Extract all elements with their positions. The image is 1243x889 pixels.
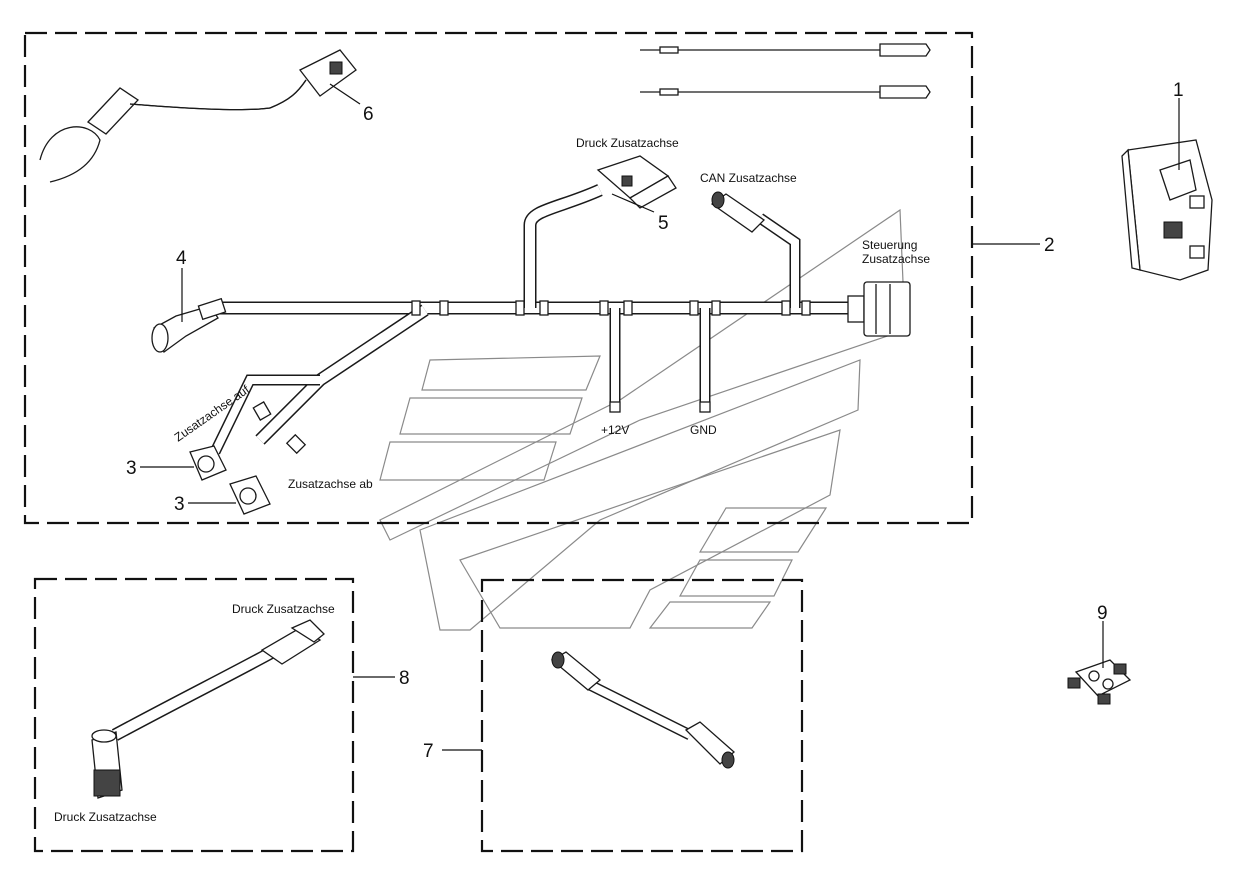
callout-3a: 3 [126,458,137,479]
label-druck-zusatzachse: Druck Zusatzachse [576,136,679,150]
part-7-can-cable [550,651,735,769]
label-steuerung: Steuerung [862,238,917,252]
part-4-connector [151,297,227,354]
leader-lines [140,83,1180,751]
part-3-connectors [189,445,271,515]
part-9-t-connector [1067,659,1132,705]
harness-group-frame [23,31,974,525]
callout-5: 5 [658,213,669,234]
watermark-logo [379,208,906,631]
callout-numbers: 1 2 3 3 4 5 6 7 8 9 [126,80,1184,762]
part-8-sensor-cable [91,619,325,799]
callout-6: 6 [363,104,374,125]
label-plus12v: +12V [601,423,629,437]
part-8-group-frame [33,577,355,853]
part-7-group-frame [480,578,804,853]
callout-2: 2 [1044,235,1055,256]
can-connector [710,191,766,233]
callout-9: 9 [1097,603,1108,624]
loose-pin-wires [640,43,931,99]
label-gnd: GND [690,423,717,437]
callout-4: 4 [176,248,187,269]
label-druck-zusatzachse-8-bottom: Druck Zusatzachse [54,810,157,824]
part-5-connector [596,155,677,209]
part-1-module [1121,139,1213,281]
main-harness-trunk [210,184,855,455]
label-druck-zusatzachse-8-top: Druck Zusatzachse [232,602,335,616]
label-zusatzachse-auf: Zusatzachse auf [172,382,253,444]
callout-7: 7 [423,741,434,762]
steuerung-connector [847,281,911,337]
part-6-harness [39,49,357,183]
label-zusatzachse-ab: Zusatzachse ab [288,477,373,491]
label-can-zusatzachse: CAN Zusatzachse [700,171,797,185]
callout-8: 8 [399,668,410,689]
label-steuerung-zusatzachse: Zusatzachse [862,252,930,266]
callout-3b: 3 [174,494,185,515]
callout-1: 1 [1173,80,1184,101]
